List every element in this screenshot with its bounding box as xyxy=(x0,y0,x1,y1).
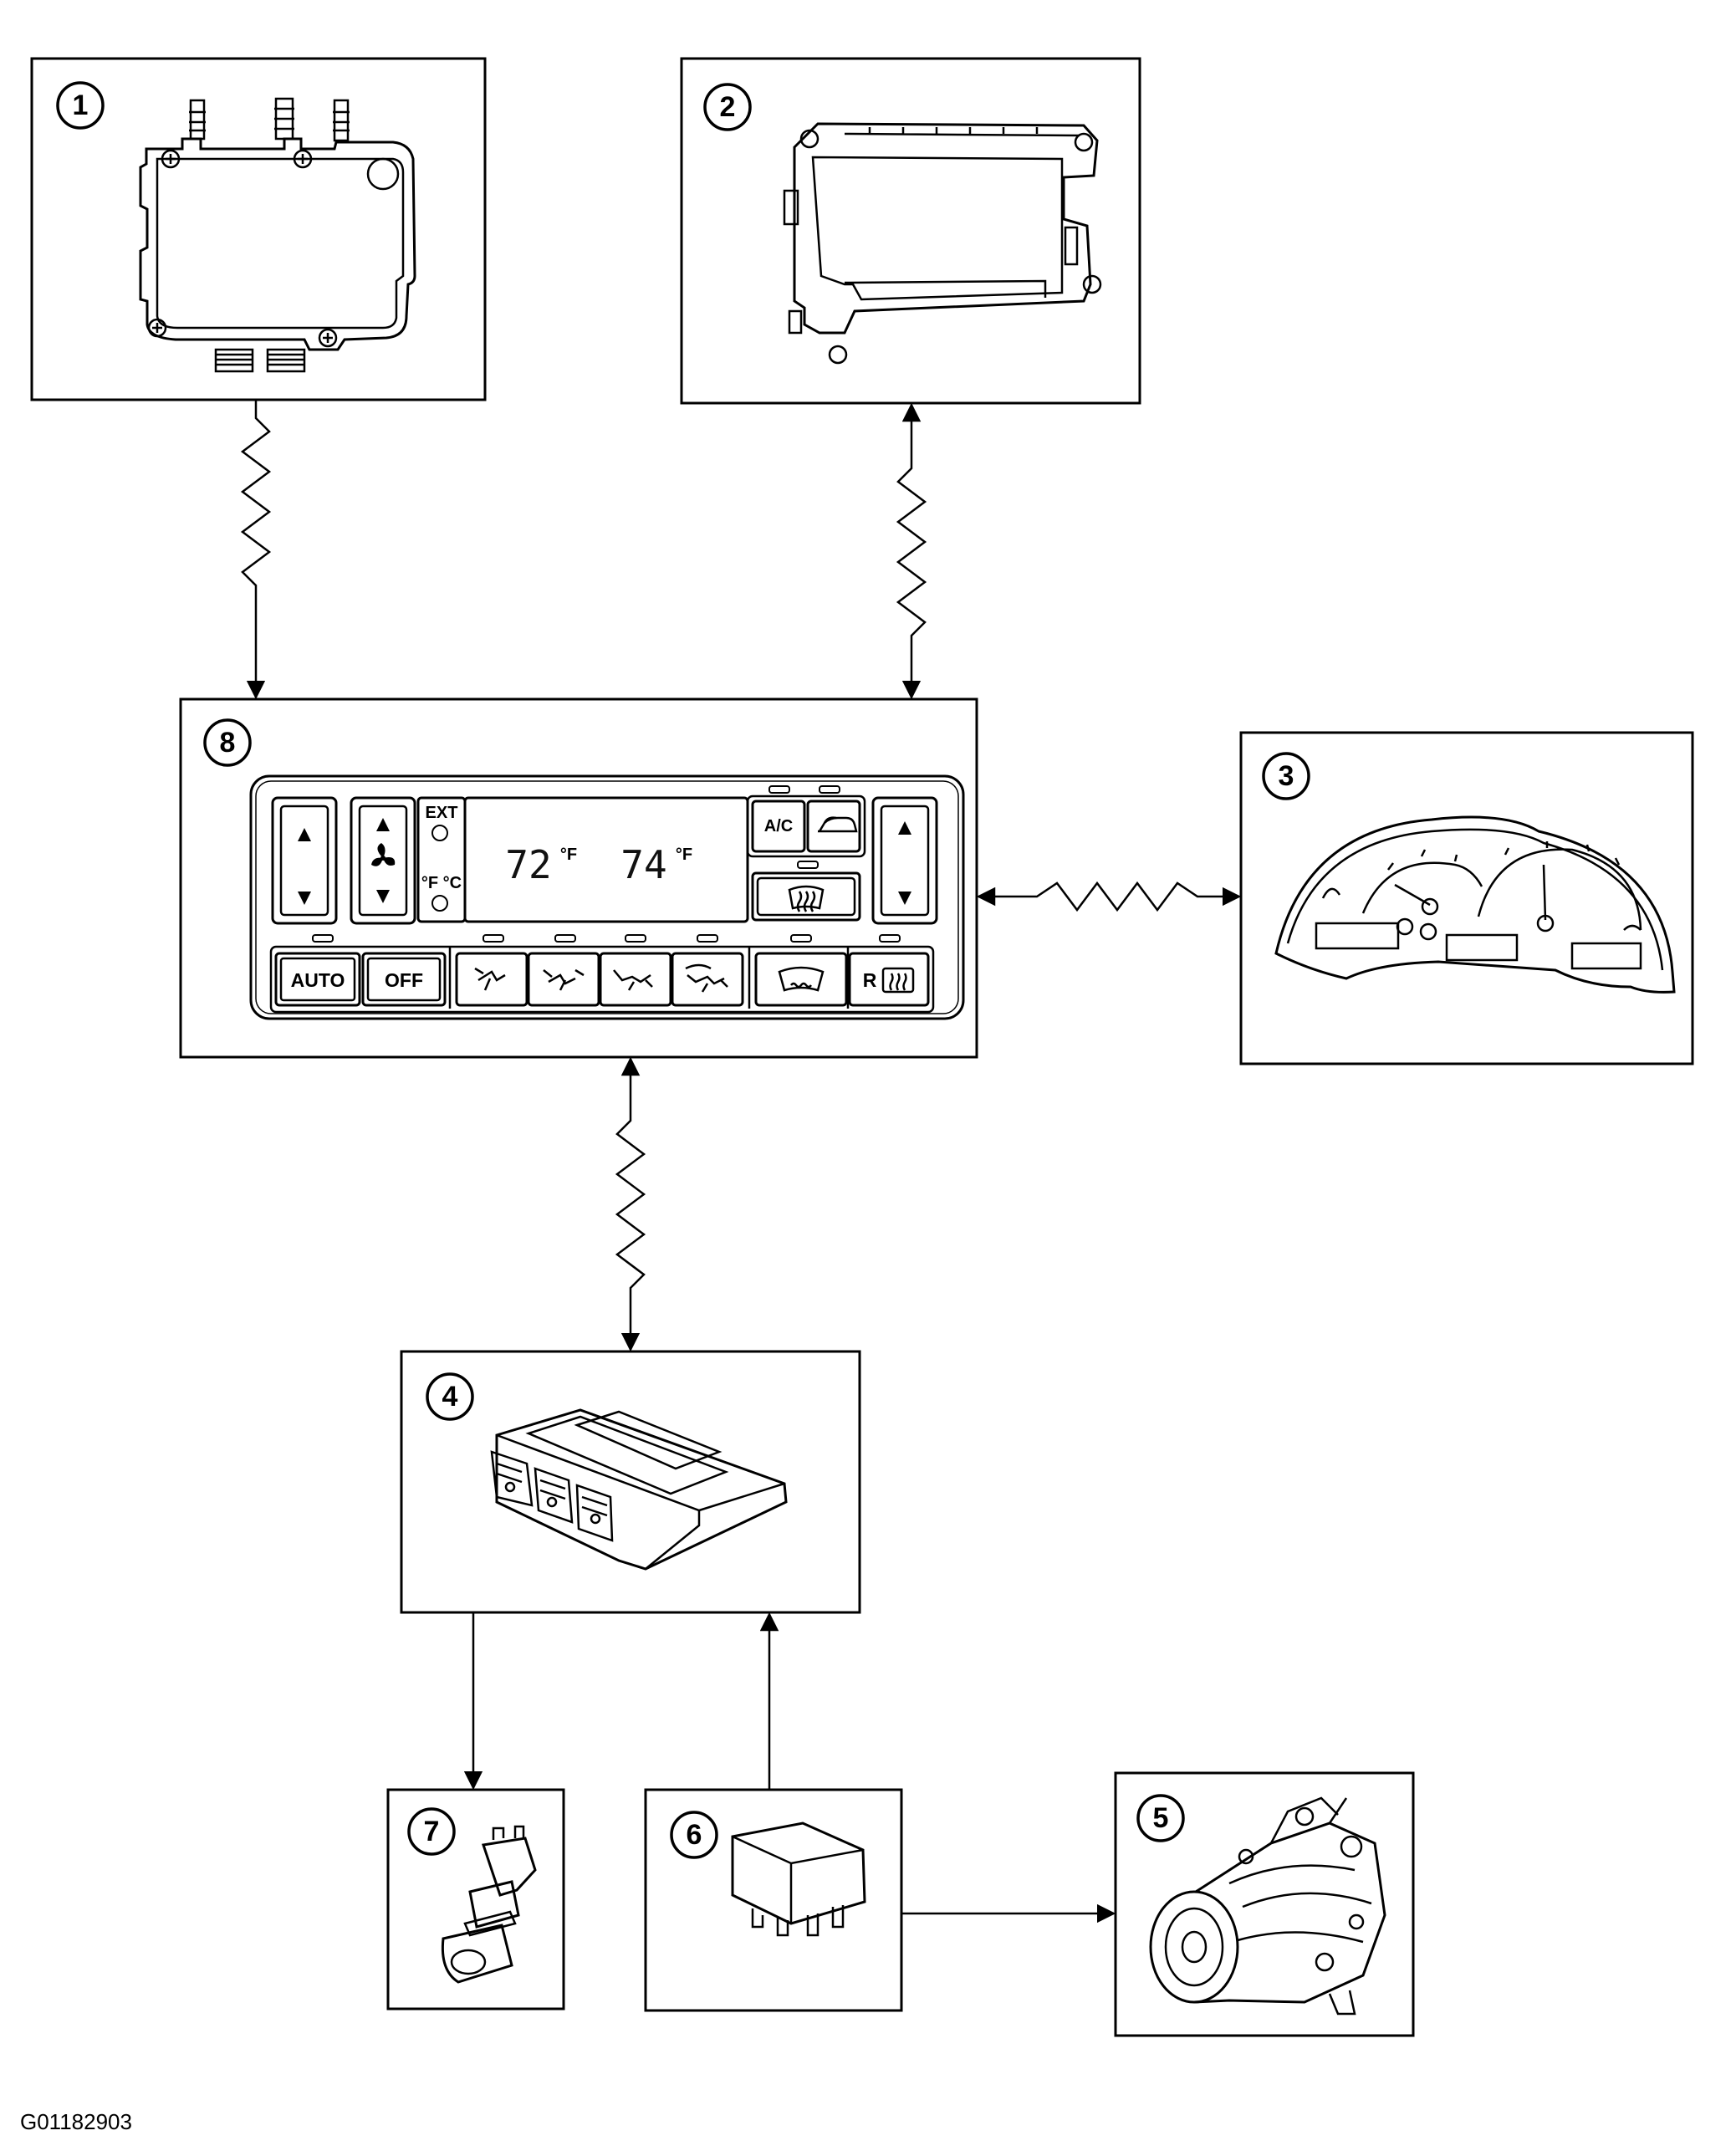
max-defrost-indicator-led xyxy=(797,861,819,869)
floor-mode-button[interactable] xyxy=(599,952,672,1007)
passenger-temp-rocker[interactable] xyxy=(871,796,938,925)
callout-8-circle xyxy=(203,718,252,767)
bilevel-vent-icon xyxy=(543,968,585,991)
callout-5: 5 xyxy=(1153,1802,1169,1834)
component-6-box: 6 xyxy=(644,1788,903,2012)
climate-control-panel: EXT °F °C 72 °F 74 °F A/C xyxy=(249,774,965,1020)
units-button[interactable] xyxy=(431,895,448,912)
recirculation-car-icon xyxy=(817,816,858,833)
relay-icon xyxy=(731,1821,866,1937)
rear-window-heater-icon xyxy=(881,967,915,994)
component-5-box: 5 xyxy=(1114,1771,1415,2037)
fan-icon xyxy=(371,843,396,866)
callout-1: 1 xyxy=(73,89,89,121)
auto-indicator-led xyxy=(312,934,334,943)
recirc-indicator-led xyxy=(819,785,840,794)
callout-8: 8 xyxy=(220,727,236,759)
compressor-icon xyxy=(1149,1796,1386,2016)
component-3-box: 3 xyxy=(1239,731,1694,1065)
arrow-down-icon xyxy=(376,890,390,903)
ext-button[interactable] xyxy=(431,825,448,841)
callout-3-circle xyxy=(1262,752,1310,800)
component-4-box: 4 xyxy=(400,1350,861,1614)
link-8-to-3 xyxy=(976,881,1242,912)
panel-indicator-led xyxy=(483,934,504,943)
figure-reference-code: G01182903 xyxy=(20,2109,132,2134)
floor-defrost-vent-icon xyxy=(685,963,728,993)
bilevel-mode-button[interactable] xyxy=(527,952,600,1007)
arrow-up-icon xyxy=(376,818,390,831)
driver-temp-rocker[interactable] xyxy=(271,796,338,925)
driver-temp-value: 72 xyxy=(505,842,551,887)
ac-button[interactable]: A/C xyxy=(751,800,806,853)
passenger-temp-unit: °F xyxy=(676,846,692,864)
floor-indicator-led xyxy=(625,934,646,943)
fan-speed-rocker[interactable] xyxy=(350,796,416,925)
callout-2: 2 xyxy=(720,91,736,123)
rear-defrost-label: R xyxy=(863,969,877,991)
component-8-box: 8 xyxy=(179,697,978,1059)
passenger-temp-value: 74 xyxy=(620,842,666,887)
callout-2-circle xyxy=(703,83,752,131)
link-8-to-4 xyxy=(615,1056,646,1352)
driver-temp-unit: °F xyxy=(560,846,577,864)
max-defrost-button[interactable] xyxy=(751,871,861,922)
floor-vent-icon xyxy=(613,969,653,991)
callout-4: 4 xyxy=(442,1381,458,1413)
bilevel-indicator-led xyxy=(554,934,576,943)
auto-label: AUTO xyxy=(291,969,345,991)
arrow-down-icon xyxy=(298,892,311,905)
defrost-indicator-led xyxy=(790,934,812,943)
units-label: °F °C xyxy=(421,874,462,892)
panel-vent-icon xyxy=(474,967,506,991)
rear-defrost-indicator-led xyxy=(879,934,901,943)
panel-mode-button[interactable] xyxy=(455,952,528,1007)
rear-defrost-button[interactable]: R xyxy=(848,952,930,1007)
ac-indicator-led xyxy=(768,785,790,794)
windshield-defrost-icon xyxy=(778,966,825,992)
defrost-icon xyxy=(788,885,825,912)
auto-button[interactable]: AUTO xyxy=(274,952,361,1007)
component-7-box: 7 xyxy=(386,1788,565,2010)
link-1-to-8 xyxy=(240,400,272,700)
callout-6-circle xyxy=(670,1811,718,1859)
off-button[interactable]: OFF xyxy=(361,952,447,1007)
arrow-up-icon xyxy=(298,828,311,841)
pressure-sensor-icon xyxy=(441,1825,537,1984)
callout-1-circle xyxy=(56,81,105,130)
recirculation-button[interactable] xyxy=(806,800,861,853)
defrost-mode-button[interactable] xyxy=(754,952,848,1007)
callout-5-circle xyxy=(1136,1794,1185,1842)
callout-7-circle xyxy=(407,1807,456,1856)
control-module-icon xyxy=(490,1408,788,1571)
floor-defrost-mode-button[interactable] xyxy=(671,952,744,1007)
link-2-to-8 xyxy=(896,402,927,700)
arrow-up-icon xyxy=(898,821,911,835)
ext-label: EXT xyxy=(426,804,458,822)
component-1-box: 1 xyxy=(30,57,487,401)
callout-6: 6 xyxy=(687,1819,702,1851)
display-indicator-column: EXT °F °C xyxy=(416,796,467,923)
callout-7: 7 xyxy=(424,1816,440,1847)
temperature-display: 72 °F 74 °F xyxy=(463,796,749,923)
ac-label: A/C xyxy=(764,817,793,835)
callout-4-circle xyxy=(426,1372,474,1421)
arrow-down-icon xyxy=(898,892,911,905)
off-label: OFF xyxy=(385,969,423,991)
component-2-box: 2 xyxy=(680,57,1141,405)
mix-indicator-led xyxy=(697,934,718,943)
component-1-module-icon xyxy=(139,97,416,373)
component-2-module-icon xyxy=(783,122,1102,365)
instrument-cluster-icon xyxy=(1274,815,1676,994)
callout-3: 3 xyxy=(1279,760,1294,792)
